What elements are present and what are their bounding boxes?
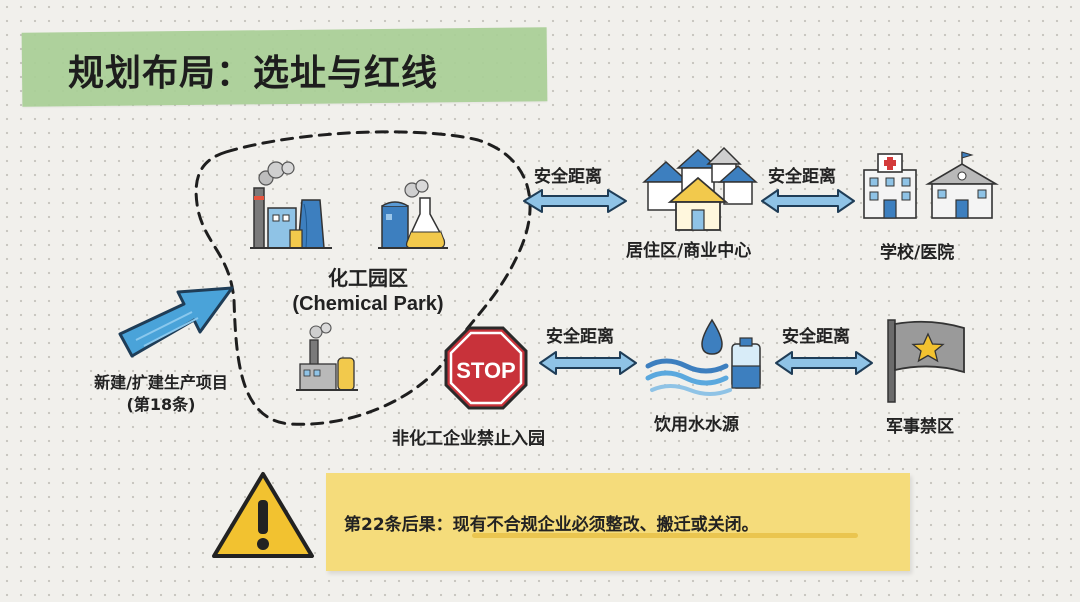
small-factory-icon xyxy=(296,322,358,391)
double-arrow-icon xyxy=(775,351,873,375)
double-arrow-icon xyxy=(761,189,855,213)
chemical-park-label-en: (Chemical Park) xyxy=(292,293,444,315)
new-project-label: 新建/扩建生产项目 (第18条) xyxy=(56,372,266,416)
new-project-line2: (第18条) xyxy=(126,395,196,414)
warning-icon xyxy=(212,472,314,558)
note-highlight xyxy=(472,533,858,538)
new-project-arrow-icon xyxy=(118,286,234,358)
page-title: 规划布局：选址与红线 xyxy=(68,53,439,94)
drinking-water-icon xyxy=(645,318,761,396)
factory-icon xyxy=(250,161,332,249)
chemical-park-label: 化工园区 (Chemical Park) xyxy=(258,262,478,316)
consequence-note-text: 第22条后果：现有不合规企业必须整改、搬迁或关闭。 xyxy=(344,515,759,535)
safety-distance-label-1: 安全距离 xyxy=(534,167,602,187)
military-zone-label: 军事禁区 xyxy=(886,417,954,437)
stop-sign-icon: STOP xyxy=(444,326,528,410)
drinking-water-label: 饮用水水源 xyxy=(654,415,739,435)
stop-sign-text: STOP xyxy=(456,358,516,383)
new-project-line1: 新建/扩建生产项目 xyxy=(94,373,228,392)
chemical-park-label-cn: 化工园区 xyxy=(328,266,408,290)
safety-distance-label-4: 安全距离 xyxy=(782,327,850,347)
school-hospital-label: 学校/医院 xyxy=(880,243,955,263)
residential-houses-icon xyxy=(642,146,758,231)
safety-distance-label-2: 安全距离 xyxy=(768,167,836,187)
double-arrow-icon xyxy=(539,351,637,375)
consequence-note xyxy=(326,473,910,571)
lab-flask-icon xyxy=(378,179,448,249)
safety-distance-label-3: 安全距离 xyxy=(546,327,614,347)
non-chemical-ban-label: 非化工企业禁止入园 xyxy=(392,429,545,449)
school-hospital-icon xyxy=(863,151,999,219)
military-flag-icon xyxy=(887,319,965,403)
double-arrow-icon xyxy=(523,189,627,213)
residential-commercial-label: 居住区/商业中心 xyxy=(626,241,752,261)
